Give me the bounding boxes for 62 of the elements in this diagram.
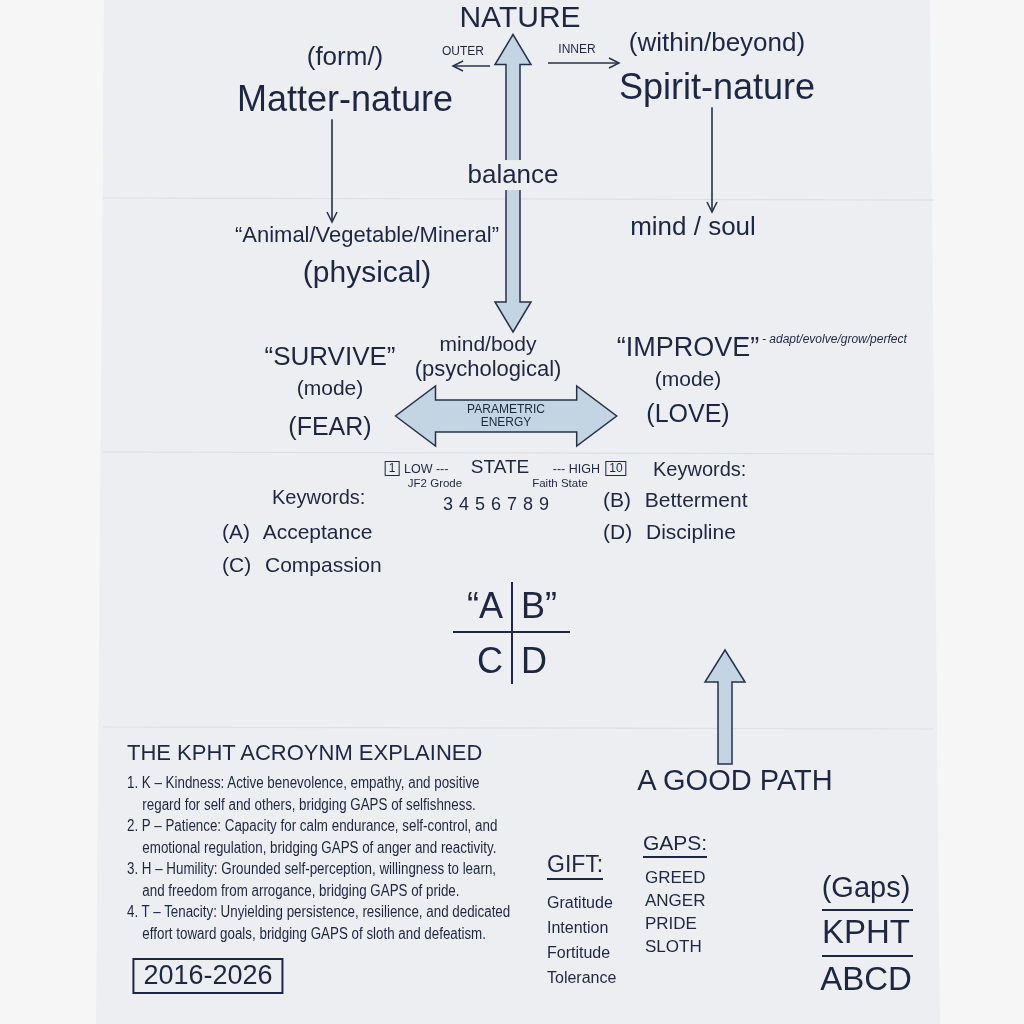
arrow: [547, 57, 620, 69]
mode-title: “IMPROVE”: [616, 332, 760, 364]
list-word: Tolerance: [547, 969, 617, 988]
scale-end-box: 10: [605, 461, 627, 477]
keyword-item: (C) Compassion: [222, 553, 382, 578]
subtitle-note: (physical): [302, 255, 432, 290]
subtitle-note: (psychological): [414, 356, 562, 382]
subtitle-note: (form/): [306, 42, 384, 72]
path-heading: A GOOD PATH: [637, 764, 833, 798]
side-note: - adapt/evolve/grow/perfect: [762, 333, 907, 347]
concept-title: Matter-nature: [236, 77, 454, 120]
subtitle-note: (within/beyond): [628, 28, 806, 58]
quadrant-letter: C: [477, 640, 503, 682]
scale-high-label: --- HIGH: [552, 462, 600, 477]
list-word: Fortitude: [547, 944, 611, 963]
quadrant-letter: B”: [521, 585, 557, 627]
list-item: 1. K – Kindness: Active benevolence, empathy, and positive regard for self and others, bridging GAPS of selfishness.: [127, 773, 481, 815]
list-word: PRIDE: [645, 914, 697, 934]
arrow: [706, 106, 718, 213]
concept-title: Spirit-nature: [618, 65, 816, 108]
scale-low-label: LOW ---: [404, 462, 449, 477]
column-heading: GIFT:: [547, 852, 604, 881]
year-range-box: 2016-2026: [132, 958, 284, 994]
fraction-text: (Gaps): [821, 871, 911, 905]
list-word: Gratitude: [547, 894, 613, 913]
list-word: GREED: [645, 868, 706, 888]
list-word: ANGER: [645, 891, 706, 911]
list-item: 2. P – Patience: Capacity for calm endurance, self-control, and emotional regulation, bridging GAPS of anger and reactivity.: [127, 816, 499, 858]
arrow: [452, 60, 491, 72]
column-heading: GAPS:: [643, 832, 708, 859]
keyword-item: (B) Betterment: [603, 488, 748, 513]
scale-end-box: 1: [384, 461, 400, 477]
list-word: SLOTH: [645, 937, 702, 957]
fraction-text: ABCD: [820, 960, 912, 998]
list-item: 3. H – Humility: Grounded self-perception, willingness to learn, and freedom from arrogance, bridging GAPS of pride.: [127, 859, 498, 901]
scale-numbers: 3 4 5 6 7 8 9: [442, 494, 550, 515]
fraction-text: KPHT: [822, 913, 910, 951]
keywords-heading: Keywords:: [272, 486, 366, 509]
scale-title: STATE: [470, 456, 530, 478]
emotion-text: (FEAR): [288, 412, 372, 441]
mode-note: (mode): [654, 367, 722, 392]
list-word: Intention: [547, 919, 609, 938]
mode-note: (mode): [296, 375, 364, 401]
arrow: [326, 118, 338, 223]
double-block-arrow: [493, 33, 533, 334]
mode-title: “SURVIVE”: [264, 342, 396, 372]
scale-note: JF2 Grode: [407, 477, 463, 491]
edge-label: PARAMETRIC ENERGY: [465, 403, 547, 429]
emotion-text: (LOVE): [646, 399, 730, 428]
category-text: “Animal/Vegetable/Mineral”: [234, 222, 500, 248]
keyword-item: (A) Acceptance: [222, 520, 373, 545]
block-arrow: [703, 648, 747, 765]
concept-heading: NATURE: [459, 0, 581, 35]
concept-text: mind / soul: [630, 212, 756, 242]
quadrant-letter: “A: [467, 585, 503, 627]
keyword-item: (D) Discipline: [603, 520, 736, 545]
keywords-heading: Keywords:: [653, 458, 747, 481]
concept-text: mind/body: [439, 332, 537, 357]
quadrant-letter: D: [521, 640, 547, 682]
list-item: 4. T – Tenacity: Unyielding persistence, resilience, and dedicated effort toward goals, bridging GAPS of sloth and defeatism.: [127, 902, 512, 944]
section-heading: THE KPHT ACROYNM EXPLAINED: [127, 740, 483, 766]
scale-note: Faith State: [532, 477, 588, 491]
